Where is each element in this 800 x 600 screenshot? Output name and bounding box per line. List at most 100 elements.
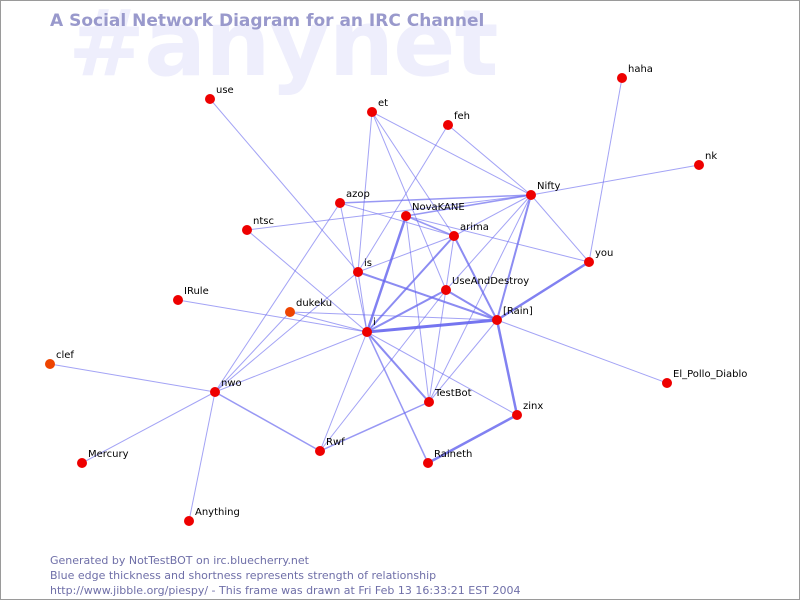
- edge-NovaKANE-TestBot: [405, 215, 430, 403]
- edge-Rain-dukeku: [289, 311, 498, 321]
- node-label: haha: [628, 64, 653, 75]
- node-dot: [242, 225, 252, 235]
- edge-azop-arima: [339, 202, 455, 237]
- footer-generator-line: Generated by NotTestBOT on irc.bluecherr…: [50, 554, 309, 567]
- edge-azop-nwo: [214, 202, 341, 393]
- edge-NovaKANE-you: [405, 215, 590, 263]
- edge-i-dukeku: [289, 311, 368, 333]
- node-dot: [617, 73, 627, 83]
- node-label: you: [595, 248, 613, 259]
- edge-zinx-Raineth: [427, 413, 518, 465]
- node-label: ntsc: [253, 216, 274, 227]
- node-label: IRule: [184, 286, 209, 297]
- edge-feh-Nifty: [447, 124, 532, 196]
- node-label: is: [364, 258, 372, 269]
- node-label: Mercury: [88, 449, 129, 460]
- node-dot: [353, 267, 363, 277]
- edge-ntsc-Nifty: [246, 194, 532, 231]
- edge-nwo-Anything: [188, 391, 216, 522]
- node-label: dukeku: [296, 298, 332, 309]
- edge-arima-TestBot: [428, 235, 455, 403]
- node-dot: [205, 94, 215, 104]
- edge-dukeku-nwo: [214, 311, 291, 393]
- node-dot: [210, 387, 220, 397]
- node-use: use: [205, 85, 234, 104]
- edge-Nifty-you: [530, 194, 590, 263]
- node-IRule: IRule: [173, 286, 209, 305]
- node-dot: [441, 285, 451, 295]
- edge-NovaKANE-Nifty: [405, 194, 532, 217]
- node-dot: [423, 458, 433, 468]
- node-NovaKANE: NovaKANE: [401, 202, 465, 221]
- node-dot: [512, 410, 522, 420]
- edge-ntsc-i: [246, 229, 368, 333]
- node-dot: [315, 446, 325, 456]
- node-label: Anything: [195, 507, 240, 518]
- edge-i-Rwf: [319, 331, 368, 452]
- node-dot: [184, 516, 194, 526]
- node-Anything: Anything: [184, 507, 240, 526]
- edge-et-is: [357, 111, 373, 273]
- edge-nwo-Rwf: [214, 391, 321, 452]
- edge-i-nwo: [214, 331, 368, 393]
- node-dot: [367, 107, 377, 117]
- edge-Rain-TestBot: [428, 319, 498, 403]
- node-label: arima: [460, 222, 489, 233]
- node-label: Raineth: [434, 449, 472, 460]
- node-clef: clef: [45, 350, 74, 369]
- node-dot: [449, 231, 459, 241]
- node-dot: [584, 257, 594, 267]
- node-dot: [77, 458, 87, 468]
- edge-NovaKANE-arima: [405, 215, 455, 237]
- edge-UseAndDestroy-Nifty: [445, 194, 532, 291]
- node-dot: [492, 315, 502, 325]
- node-label: Nifty: [537, 181, 561, 192]
- node-UseAndDestroy: UseAndDestroy: [441, 276, 529, 295]
- node-label: Rwf: [326, 437, 345, 448]
- node-nk: nk: [694, 151, 717, 170]
- edge-Nifty-TestBot: [428, 194, 532, 403]
- node-dot: [285, 307, 295, 317]
- edge-i-TestBot: [366, 331, 430, 403]
- edge-is-nwo: [214, 271, 359, 393]
- node-dot: [662, 378, 672, 388]
- node-dot: [335, 198, 345, 208]
- node-Rwf: Rwf: [315, 437, 345, 456]
- edge-is-i: [357, 271, 368, 333]
- node-El_Pollo_Diablo: El_Pollo_Diablo: [662, 369, 747, 388]
- node-Raineth: Raineth: [423, 449, 472, 468]
- node-is: is: [353, 258, 372, 277]
- node-label: TestBot: [434, 388, 472, 399]
- node-label: nwo: [221, 378, 242, 389]
- node-label: et: [378, 98, 388, 109]
- edge-arima-Nifty: [453, 194, 532, 237]
- node-label: zinx: [523, 401, 543, 412]
- edge-TestBot-Rwf: [319, 401, 430, 452]
- node-label: [Rain]: [503, 306, 533, 317]
- node-Mercury: Mercury: [77, 449, 129, 468]
- edge-nk-Nifty: [530, 164, 700, 196]
- edge-nwo-Mercury: [81, 391, 216, 464]
- edge-clef-nwo: [49, 363, 216, 393]
- node-dot: [45, 359, 55, 369]
- edge-Nifty-Rain: [496, 194, 532, 321]
- node-i: i: [362, 317, 376, 337]
- node-arima: arima: [449, 222, 489, 241]
- diagram-title: A Social Network Diagram for an IRC Chan…: [50, 11, 485, 31]
- node-label: i: [373, 317, 376, 328]
- edge-haha-you: [588, 77, 623, 263]
- edge-i-Raineth: [366, 331, 429, 464]
- node-label: clef: [56, 350, 74, 361]
- node-dot: [173, 295, 183, 305]
- edge-i-IRule: [177, 299, 368, 333]
- node-label: El_Pollo_Diablo: [673, 369, 747, 380]
- edge-et-Nifty: [371, 111, 532, 196]
- channel-watermark: #anynet: [68, 0, 499, 97]
- node-dot: [526, 190, 536, 200]
- node-Rain: [Rain]: [492, 306, 533, 325]
- node-ntsc: ntsc: [242, 216, 274, 235]
- node-label: nk: [705, 151, 717, 162]
- edge-use-is: [209, 98, 359, 273]
- node-Nifty: Nifty: [526, 181, 561, 200]
- edge-Rain-El_Pollo_Diablo: [496, 319, 668, 384]
